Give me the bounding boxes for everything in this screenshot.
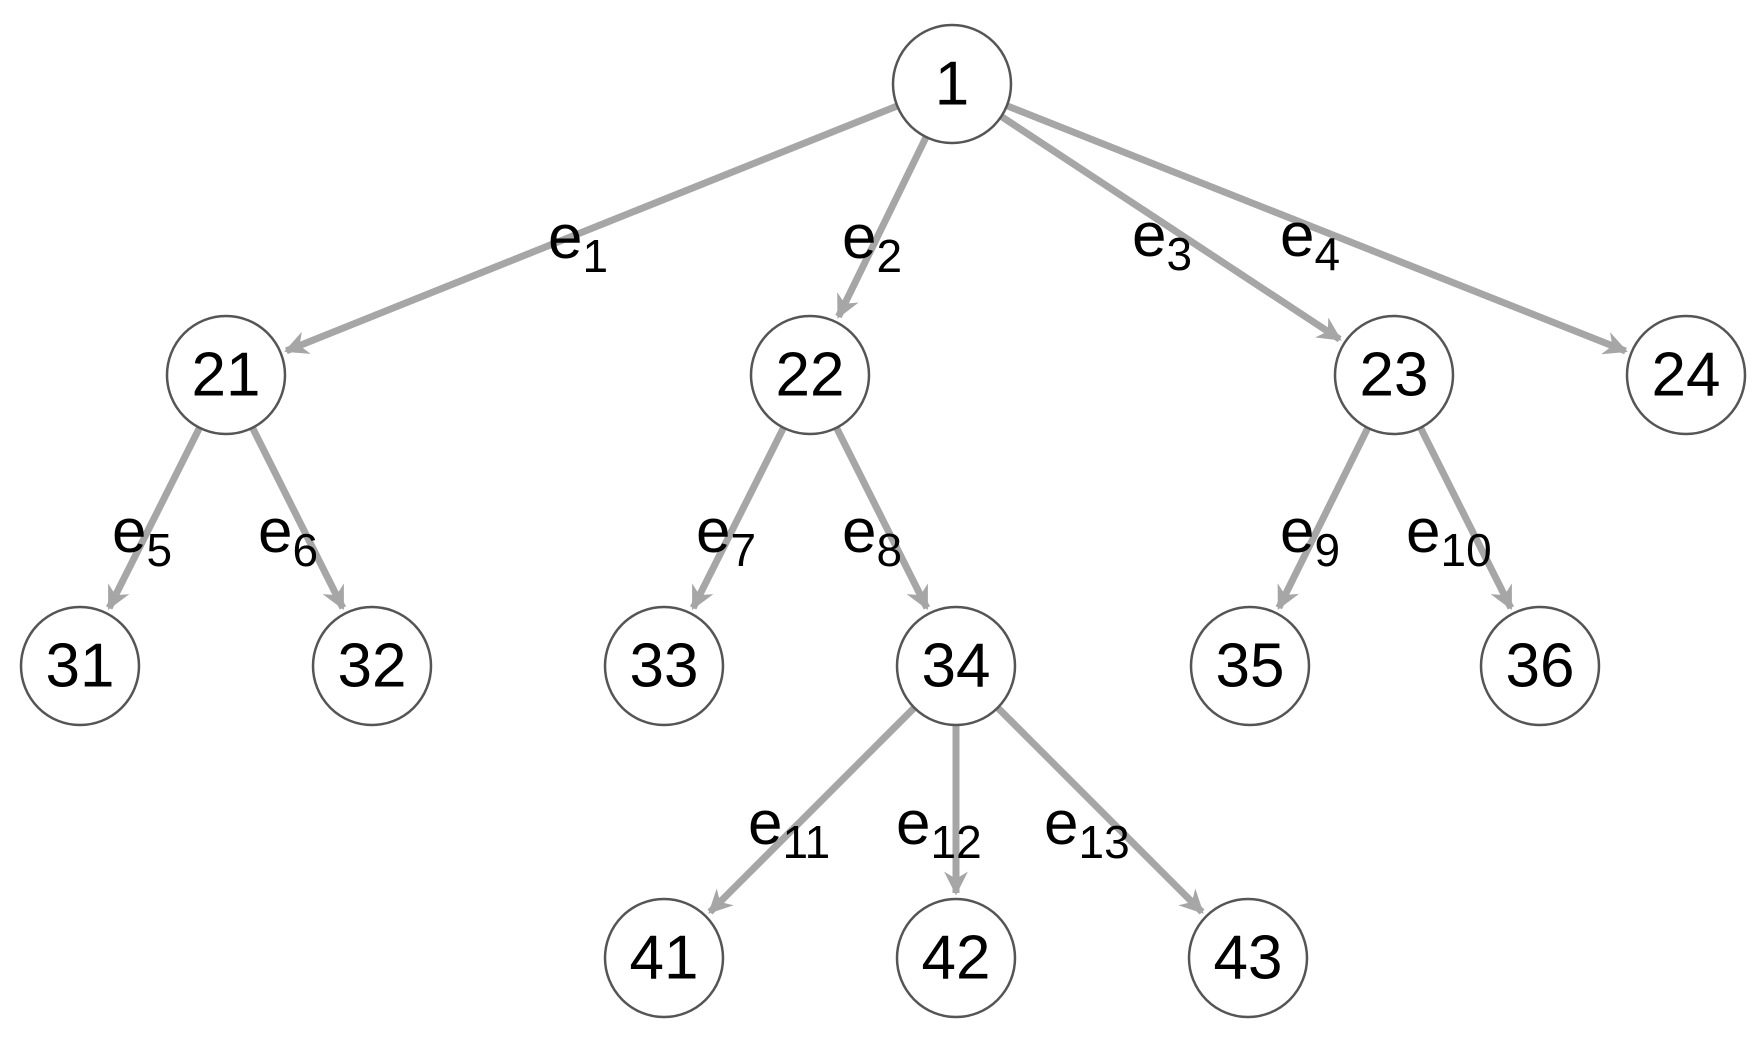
node-label: 41 <box>630 924 699 993</box>
edge-1-24 <box>1005 102 1628 355</box>
edge-label-21-31: e5 <box>112 497 172 576</box>
node-31: 31 <box>19 605 141 727</box>
edge-21-31 <box>106 426 203 611</box>
edge-label-base: e <box>548 203 582 272</box>
node-label: 36 <box>1506 632 1575 701</box>
node-label: 43 <box>1214 924 1283 993</box>
node-43: 43 <box>1187 897 1309 1019</box>
edge-1-22 <box>835 135 930 319</box>
node-circle <box>1625 314 1747 436</box>
node-34: 34 <box>895 605 1017 727</box>
edge-label-base: e <box>696 497 730 566</box>
edge-22-33 <box>690 426 787 611</box>
edge-label-1-21: e1 <box>548 203 608 282</box>
edge-label-subscript: 8 <box>876 524 902 576</box>
edge-label-1-22: e2 <box>842 203 902 282</box>
edge-label-23-35: e9 <box>1280 497 1340 576</box>
edge-label-base: e <box>1406 497 1440 566</box>
edge-label-subscript: 11 <box>782 816 830 868</box>
edge-34-41 <box>707 705 917 915</box>
edge-22-34 <box>833 426 930 611</box>
node-22: 22 <box>749 314 871 436</box>
edge-label-base: e <box>842 203 876 272</box>
edge-label-base: e <box>112 497 146 566</box>
edge-label-subscript: 13 <box>1078 816 1129 868</box>
node-circle <box>891 23 1013 145</box>
node-circle <box>1187 897 1309 1019</box>
node-label: 34 <box>922 632 991 701</box>
node-label: 33 <box>630 632 699 701</box>
edge-label-base: e <box>1044 789 1078 858</box>
edge-label-subscript: 7 <box>730 524 756 576</box>
node-label: 35 <box>1216 632 1285 701</box>
edge-label-1-23: e3 <box>1132 201 1192 280</box>
node-circle <box>895 605 1017 727</box>
edge-label-subscript: 4 <box>1314 228 1340 280</box>
node-36: 36 <box>1479 605 1601 727</box>
edge-label-23-36: e10 <box>1406 497 1492 576</box>
edge-21-32 <box>249 426 346 611</box>
edge-label-subscript: 1 <box>582 230 608 282</box>
node-circle <box>1479 605 1601 727</box>
node-33: 33 <box>603 605 725 727</box>
edge-label-subscript: 2 <box>876 230 902 282</box>
node-label: 32 <box>338 632 407 701</box>
node-23: 23 <box>1333 314 1455 436</box>
node-32: 32 <box>311 605 433 727</box>
edge-label-base: e <box>1280 201 1314 270</box>
edge-34-43 <box>995 705 1205 915</box>
edge-label-22-34: e8 <box>842 497 902 576</box>
edge-label-subscript: 10 <box>1440 524 1491 576</box>
edge-label-21-32: e6 <box>258 497 318 576</box>
edge-label-subscript: 12 <box>930 816 981 868</box>
edge-label-base: e <box>1280 497 1314 566</box>
node-circle <box>165 314 287 436</box>
node-24: 24 <box>1625 314 1747 436</box>
edge-label-base: e <box>258 497 292 566</box>
node-circle <box>1333 314 1455 436</box>
edge-1-23 <box>999 113 1342 343</box>
edge-label-base: e <box>842 497 876 566</box>
node-label: 31 <box>46 632 115 701</box>
edge-label-22-33: e7 <box>696 497 756 576</box>
edge-label-base: e <box>1132 201 1166 270</box>
node-label: 1 <box>935 50 969 119</box>
edge-1-21 <box>284 102 899 355</box>
edge-label-1-24: e4 <box>1280 201 1340 280</box>
node-42: 42 <box>895 897 1017 1019</box>
node-label: 23 <box>1360 341 1429 410</box>
node-circle <box>895 897 1017 1019</box>
edges-layer <box>106 102 1628 915</box>
node-35: 35 <box>1189 605 1311 727</box>
node-circle <box>603 605 725 727</box>
node-circle <box>19 605 141 727</box>
edge-label-subscript: 3 <box>1166 228 1192 280</box>
edge-label-base: e <box>748 789 782 858</box>
edge-23-35 <box>1275 426 1371 610</box>
node-label: 42 <box>922 924 991 993</box>
edge-label-34-43: e13 <box>1044 789 1130 868</box>
node-circle <box>603 897 725 1019</box>
edge-label-subscript: 6 <box>292 524 318 576</box>
edge-label-subscript: 9 <box>1314 524 1340 576</box>
node-41: 41 <box>603 897 725 1019</box>
edge-label-34-42: e12 <box>896 789 982 868</box>
node-1: 1 <box>891 23 1013 145</box>
node-label: 22 <box>776 341 845 410</box>
node-21: 21 <box>165 314 287 436</box>
edge-label-base: e <box>896 789 930 858</box>
node-label: 24 <box>1652 341 1721 410</box>
edge-label-34-41: e11 <box>748 789 830 868</box>
edge-23-36 <box>1417 426 1514 611</box>
node-circle <box>749 314 871 436</box>
edge-label-subscript: 5 <box>146 524 172 576</box>
node-circle <box>311 605 433 727</box>
node-label: 21 <box>192 341 261 410</box>
node-circle <box>1189 605 1311 727</box>
